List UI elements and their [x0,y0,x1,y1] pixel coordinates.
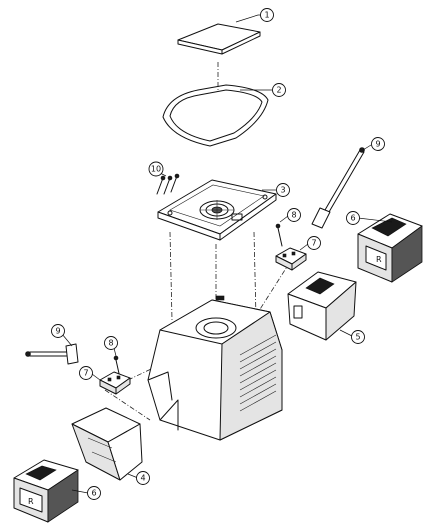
callout-8-left-label: 8 [108,339,113,348]
callout-3-label: 3 [280,186,285,195]
callout-6-right-label: 6 [350,214,355,223]
callout-2-label: 2 [276,86,281,95]
callout-7-left: 7 [79,366,93,380]
battery-right-label: R [376,255,382,264]
part-gasket-frame [162,84,269,147]
part-battery-cover [71,407,143,481]
part-battery-housing [287,271,357,341]
part-terminal-block-left [99,371,131,395]
callout-1-label: 1 [264,11,269,20]
callout-9-left-label: 9 [55,327,60,336]
part-top-cover-plate [177,23,261,55]
callout-7-right-label: 7 [311,239,316,248]
callout-7-right: 7 [307,236,321,250]
callout-6-left: 6 [87,486,101,500]
part-contact-strip-right [311,147,365,229]
battery-left-label: R [28,497,34,506]
part-main-housing [147,295,283,441]
part-terminal-block-right [275,247,307,271]
callout-5: 5 [351,330,365,344]
callout-5-label: 5 [355,333,360,342]
part-screw-right [275,223,283,247]
callout-8-right-label: 8 [291,211,296,220]
callouts: 1 2 3 9 10 8 6 7 [51,8,393,500]
callout-8-left: 8 [104,336,118,350]
callout-2: 2 [272,83,286,97]
callout-4-label: 4 [140,474,145,483]
part-battery-left: R [13,459,79,523]
callout-3: 3 [276,183,290,197]
callout-8-right: 8 [287,208,301,222]
callout-1: 1 [260,8,274,22]
callout-9-right: 9 [371,137,385,151]
part-screws [156,173,180,195]
part-top-mounting-plate [157,179,277,241]
callout-10: 10 [148,161,164,177]
part-battery-right: R [357,213,423,283]
callout-6-right: 6 [346,211,360,225]
callout-10-label: 10 [151,165,161,174]
callout-7-left-label: 7 [83,369,88,378]
callout-9-right-label: 9 [375,140,380,149]
callout-6-left-label: 6 [91,489,96,498]
part-contact-strip-left [25,343,79,365]
callout-9-left: 9 [51,324,65,338]
callout-4: 4 [136,471,150,485]
